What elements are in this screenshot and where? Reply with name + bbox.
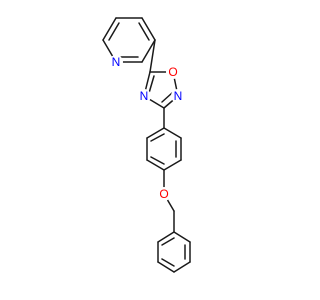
bond-link-1 <box>149 39 156 73</box>
atom-o-oxadiazole: O <box>166 65 180 79</box>
atom-n-oxadiazole-left-label: N <box>140 89 149 103</box>
bond-bz-6b <box>161 237 175 246</box>
bond-py-5 <box>141 39 156 63</box>
structure-canvas: N O N N O <box>102 17 191 273</box>
bond-ox-3b <box>161 92 173 103</box>
bond-bz-6 <box>157 231 175 243</box>
bond-bz-4 <box>157 261 175 273</box>
atom-o-oxadiazole-label: O <box>168 65 177 79</box>
atom-n-oxadiazole-left: N <box>137 89 151 103</box>
atom-n-pyridine: N <box>109 55 123 69</box>
bond-bz-1 <box>173 231 191 243</box>
atom-o-ether: O <box>157 187 171 201</box>
bond-py-4b <box>138 22 150 41</box>
bond-ph-3 <box>163 159 182 171</box>
bond-ph-1 <box>163 127 182 139</box>
bond-py-2b <box>108 22 120 41</box>
bond-ph-4b <box>150 156 165 165</box>
atom-n-oxadiazole-right: N <box>171 89 185 103</box>
bond-ph-6b <box>150 133 165 142</box>
bond-ph-4 <box>146 159 165 171</box>
bond-ox-5b <box>148 75 155 94</box>
atom-o-ether-label: O <box>159 187 168 201</box>
bond-py-2 <box>102 17 117 41</box>
bond-bz-3 <box>173 261 191 273</box>
bond-py-4 <box>141 17 156 41</box>
atom-labels: N O N N O <box>109 55 185 201</box>
atom-n-pyridine-label: N <box>112 55 121 69</box>
molecule-diagram: N O N N O <box>102 17 191 273</box>
atom-n-oxadiazole-right-label: N <box>174 89 183 103</box>
bond-ph-6 <box>146 127 165 139</box>
bond-bz-4b <box>161 258 175 267</box>
